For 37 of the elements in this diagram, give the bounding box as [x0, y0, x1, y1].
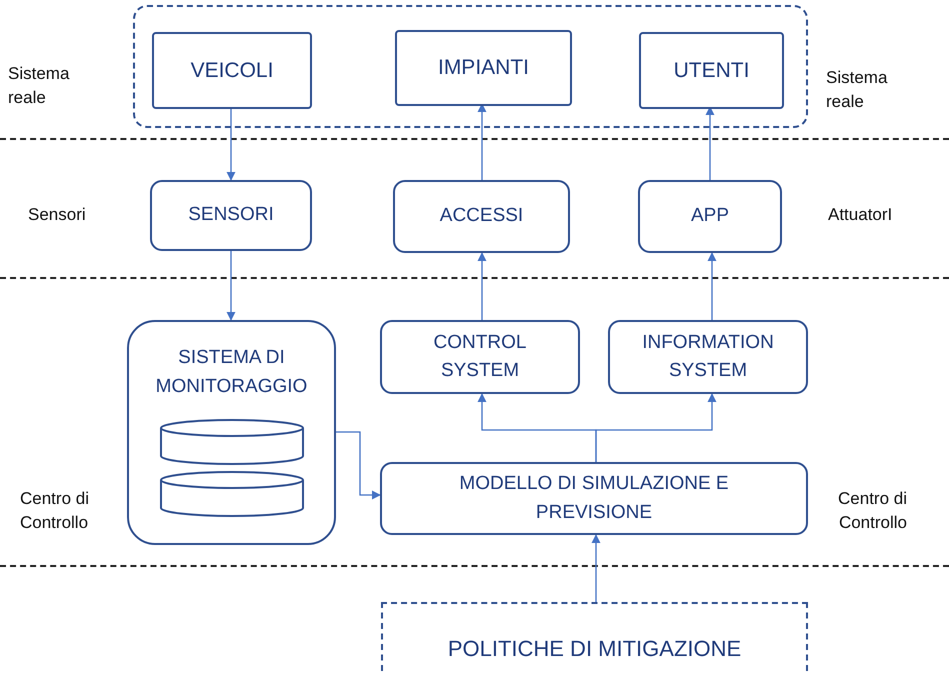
node-label: IMPIANTI [438, 55, 529, 82]
arrow [705, 106, 715, 180]
process-box [380, 462, 808, 535]
node-label: UTENTI [674, 58, 750, 84]
process-box [638, 180, 782, 253]
node-label: INFORMATION SYSTEM [641, 330, 775, 383]
monitoring-system-box [127, 320, 336, 545]
process-box [395, 30, 572, 106]
arrow [336, 431, 381, 500]
arrow [591, 534, 601, 602]
layer-label: Centro di Controllo [20, 488, 90, 534]
node-label: APP [690, 204, 730, 228]
node-label: MODELLO DI SIMULAZIONE E PREVISIONE [458, 472, 730, 524]
arrow [477, 252, 487, 320]
group-frame [133, 5, 808, 128]
node-label: CONTROL SYSTEM [432, 330, 528, 383]
process-box [608, 320, 808, 394]
arrow [595, 393, 717, 462]
node-label: POLITICHE DI MITIGAZIONE [448, 634, 742, 662]
process-box [393, 180, 570, 253]
arrow [477, 103, 487, 180]
node-label: SENSORI [188, 203, 274, 228]
layer-label: Sistema reale [826, 67, 888, 113]
node-label: ACCESSI [440, 204, 524, 228]
node-label: SISTEMA DI MONITORAGGIO [154, 346, 308, 398]
layer-label: Centro di Controllo [837, 488, 907, 534]
arrow [226, 251, 236, 321]
layer-label: AttuatorI [828, 204, 894, 226]
process-box [152, 32, 312, 109]
arrow [226, 107, 236, 181]
layer-label: Sensori [28, 204, 87, 226]
arrow [707, 252, 717, 320]
node-label: VEICOLI [190, 58, 274, 84]
process-box [639, 32, 784, 109]
process-box [150, 180, 312, 251]
process-box [380, 320, 580, 394]
layer-label: Sistema reale [8, 63, 70, 109]
